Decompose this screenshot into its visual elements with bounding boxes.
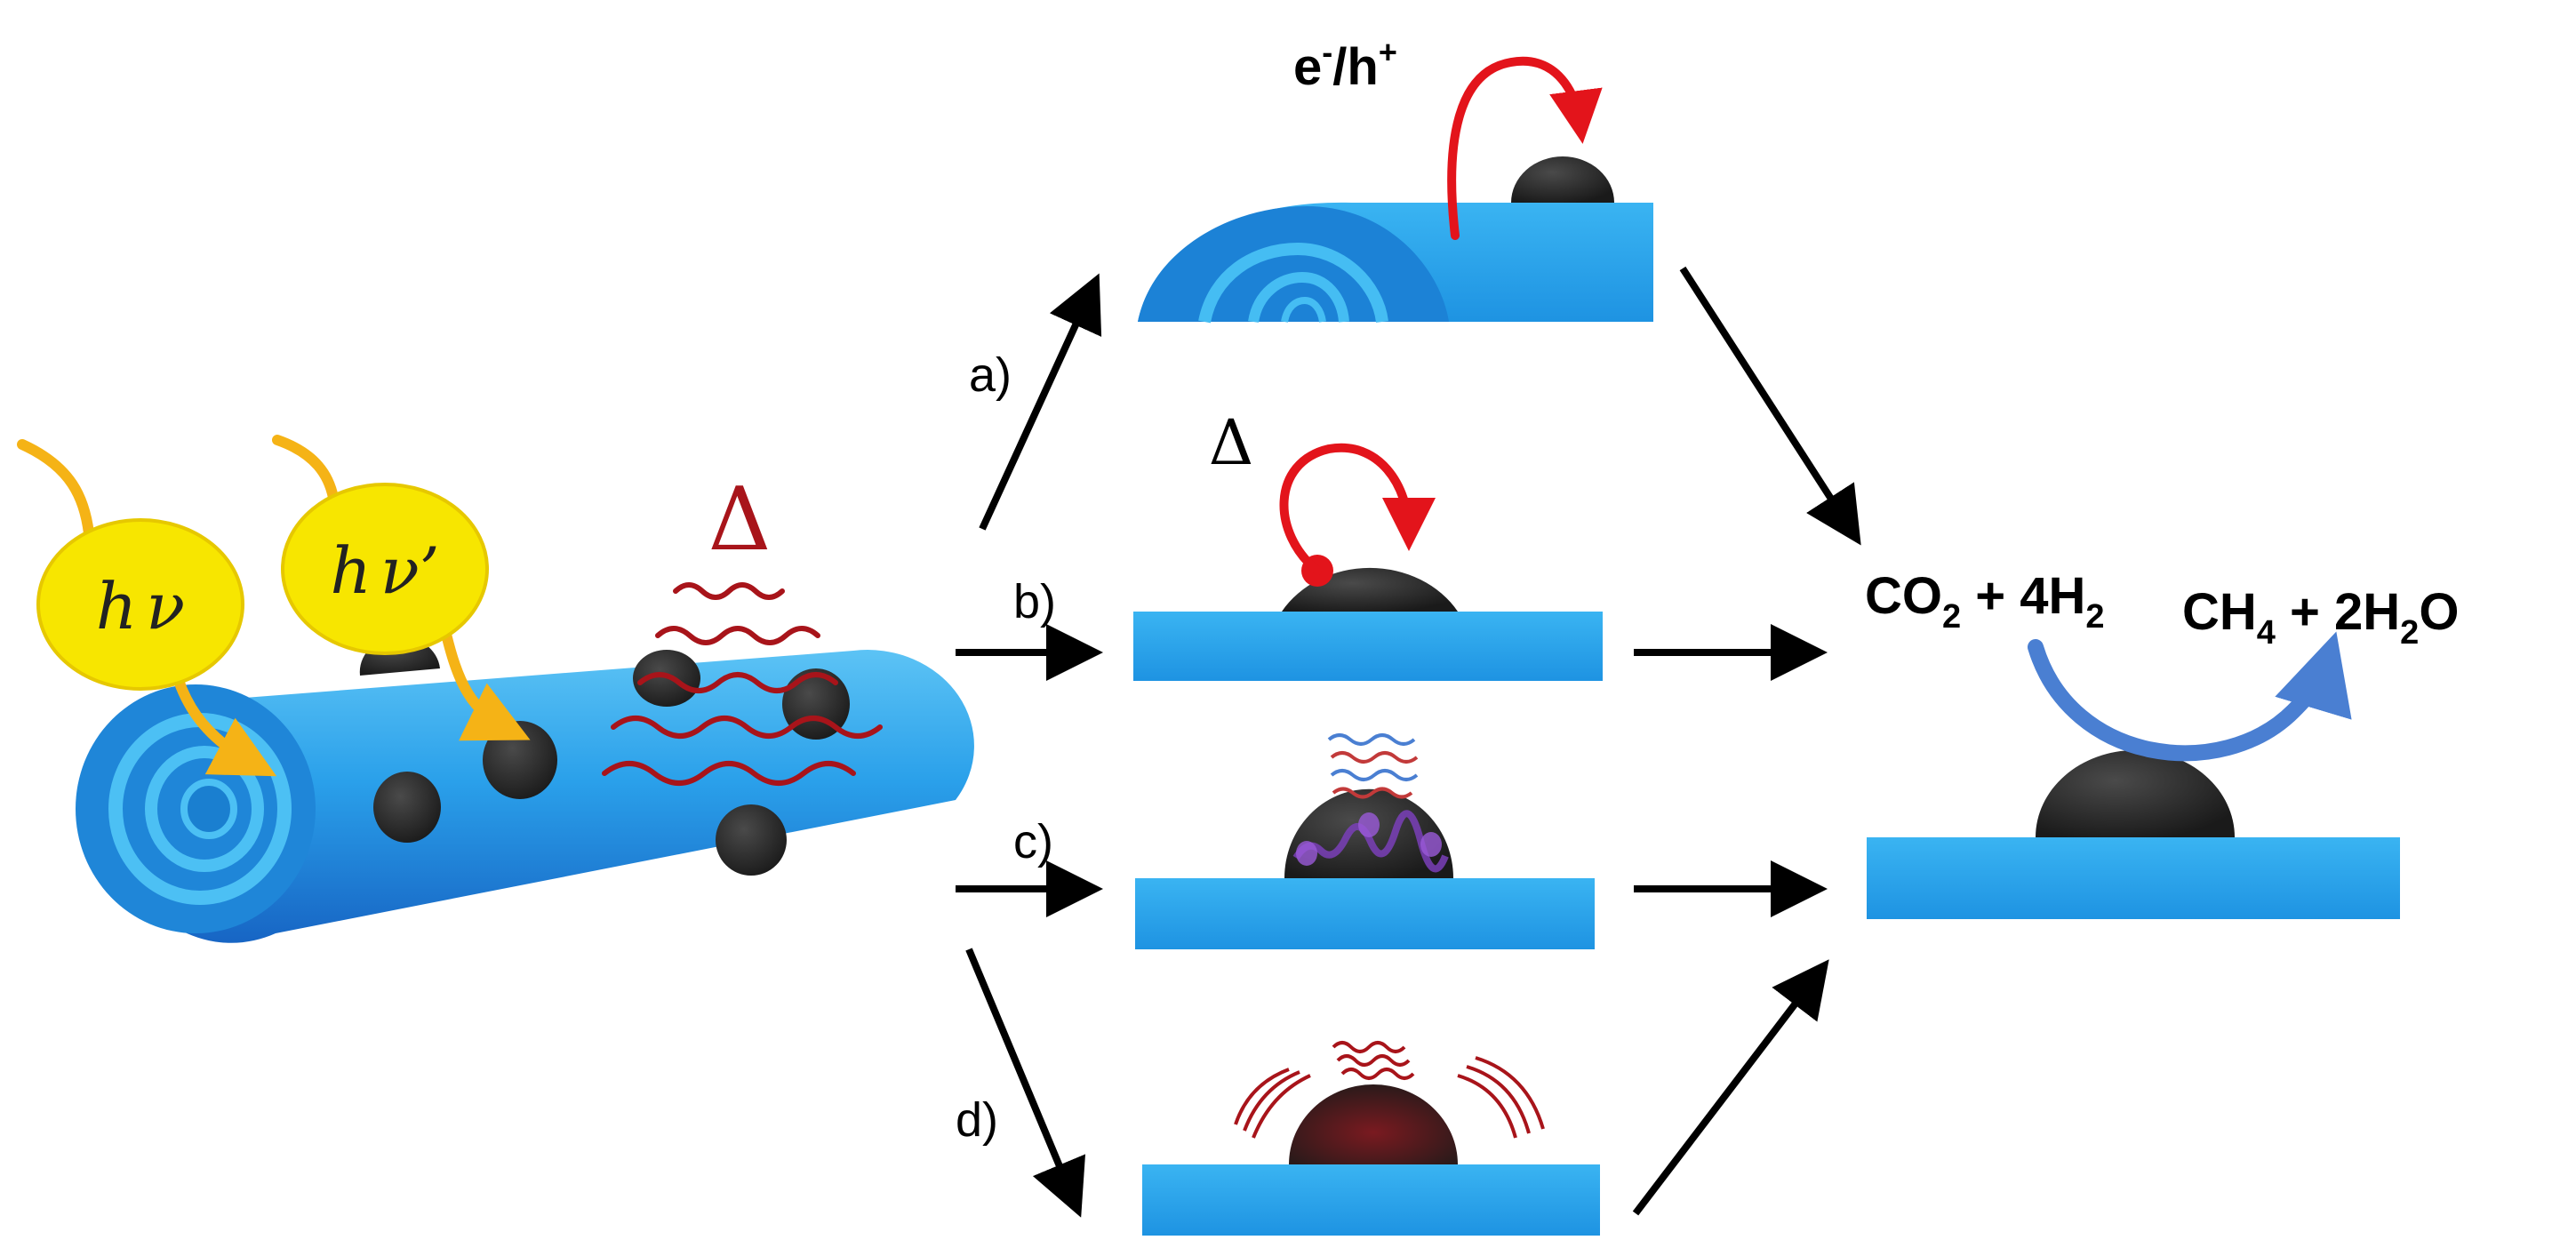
charge-carriers-label: e-/h+	[1293, 34, 1397, 96]
panel-c-support	[1135, 878, 1595, 949]
panel-b-heat-arrow	[1279, 443, 1436, 575]
panel-d-particle	[1289, 1084, 1458, 1164]
panel-c	[1135, 733, 1595, 949]
reactants-label: CO2 + 4H2	[1865, 567, 2105, 636]
arrow-d-out	[1632, 959, 1829, 1216]
panel-c-plasmon-dot	[1296, 841, 1317, 866]
nanotube-particle	[483, 721, 557, 799]
photon-2-bubble	[281, 483, 489, 655]
panel-d	[1142, 1041, 1600, 1236]
panel-a-ring-2	[1248, 271, 1349, 324]
arrow-d	[965, 948, 1086, 1218]
panel-d-support	[1142, 1164, 1600, 1236]
nanotube-particle	[716, 804, 787, 876]
arrow-a	[979, 273, 1102, 531]
nanotube-ring-3	[180, 779, 237, 839]
product-support	[1867, 837, 2400, 919]
arrow-a-out	[1679, 266, 1861, 546]
product-particle	[2036, 750, 2235, 837]
branch-arrows	[956, 273, 1103, 1218]
nanotube-heat-symbol: Δ	[708, 469, 772, 571]
panel-c-plasmon-wave	[1292, 810, 1449, 873]
pathway-b-label: b)	[1013, 575, 1056, 628]
pathway-a-label: a)	[969, 348, 1012, 402]
photon-1-bubble	[36, 518, 244, 691]
panel-b	[1133, 443, 1603, 681]
product-panel	[1867, 631, 2400, 919]
pathway-d-label: d)	[956, 1093, 998, 1147]
panel-c-plasmon-dot	[1420, 832, 1442, 857]
panel-a-particle	[1511, 156, 1614, 203]
panel-d-heat-waves	[1234, 1041, 1545, 1139]
panel-a	[1138, 56, 1653, 324]
photon-2-arrow	[272, 435, 511, 731]
nanotube-particle	[373, 772, 441, 843]
products-label: CH4 + 2H2O	[2182, 583, 2459, 652]
panel-c-plasmon-dot	[1358, 812, 1380, 837]
nanotube-heat-waves	[602, 582, 883, 786]
nanotube	[76, 636, 974, 943]
pathway-c-label: c)	[1013, 815, 1053, 868]
panel-a-ring-1	[1198, 242, 1388, 324]
panel-c-emission-waves	[1327, 733, 1419, 799]
panel-b-support	[1133, 612, 1603, 681]
panel-a-carrier-arrow	[1447, 56, 1603, 240]
converging-arrows	[1632, 266, 1861, 1216]
nanotube-body	[116, 650, 974, 943]
panel-b-heat-symbol: Δ	[1209, 406, 1254, 479]
panel-a-ring-3	[1281, 296, 1326, 323]
product-conversion-arrow	[2028, 631, 2352, 762]
